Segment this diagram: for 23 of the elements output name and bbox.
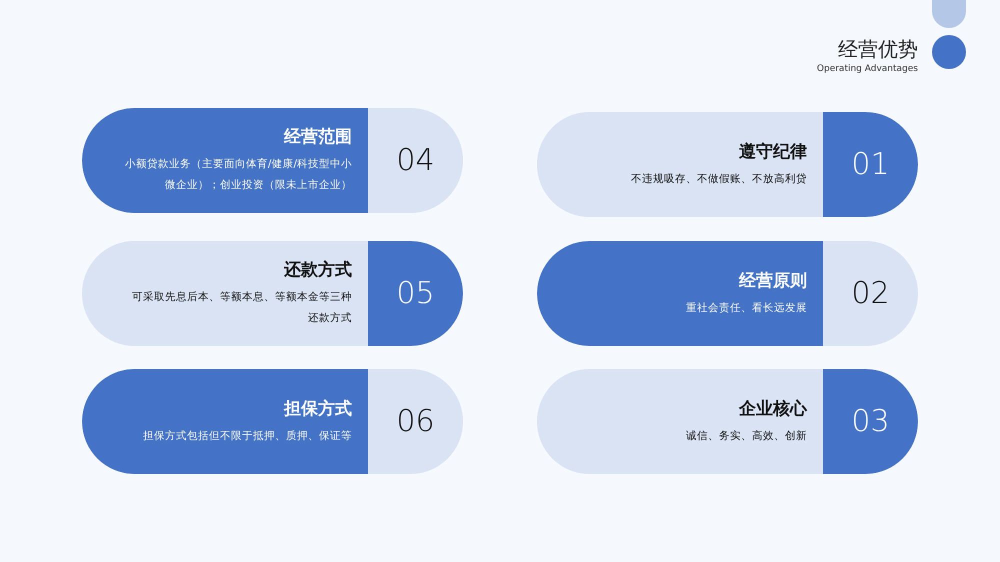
card-title: 还款方式 [284, 259, 352, 281]
number-tab: 05 [368, 241, 463, 346]
number-tab: 01 [823, 112, 918, 217]
card-description: 诚信、务实、高效、创新 [686, 428, 807, 444]
card-title: 遵守纪律 [739, 140, 807, 162]
card-description: 重社会责任、看长远发展 [686, 300, 807, 316]
card-title: 经营原则 [739, 270, 807, 292]
number-tab: 03 [823, 369, 918, 474]
card [537, 369, 918, 474]
card-title: 企业核心 [739, 398, 807, 420]
card-description: 不违规吸存、不做假账、不放高利贷 [631, 172, 807, 186]
card [82, 108, 463, 213]
title: 经营优势 [838, 36, 918, 63]
card [82, 241, 463, 346]
card-title: 担保方式 [284, 398, 352, 420]
card-description: 担保方式包括但不限于抵押、质押、保证等 [143, 428, 352, 444]
card-description: 可采取先息后本、等额本息、等额本金等三种还款方式 [131, 290, 352, 326]
card [82, 369, 463, 474]
card-title: 经营范围 [284, 126, 352, 148]
card [537, 241, 918, 346]
card-description: 小额贷款业务（主要面向体育/健康/科技型中小微企业）；创业投资（限未上市企业） [124, 157, 352, 193]
subtitle: Operating Advantages [816, 64, 918, 74]
card [537, 112, 918, 217]
